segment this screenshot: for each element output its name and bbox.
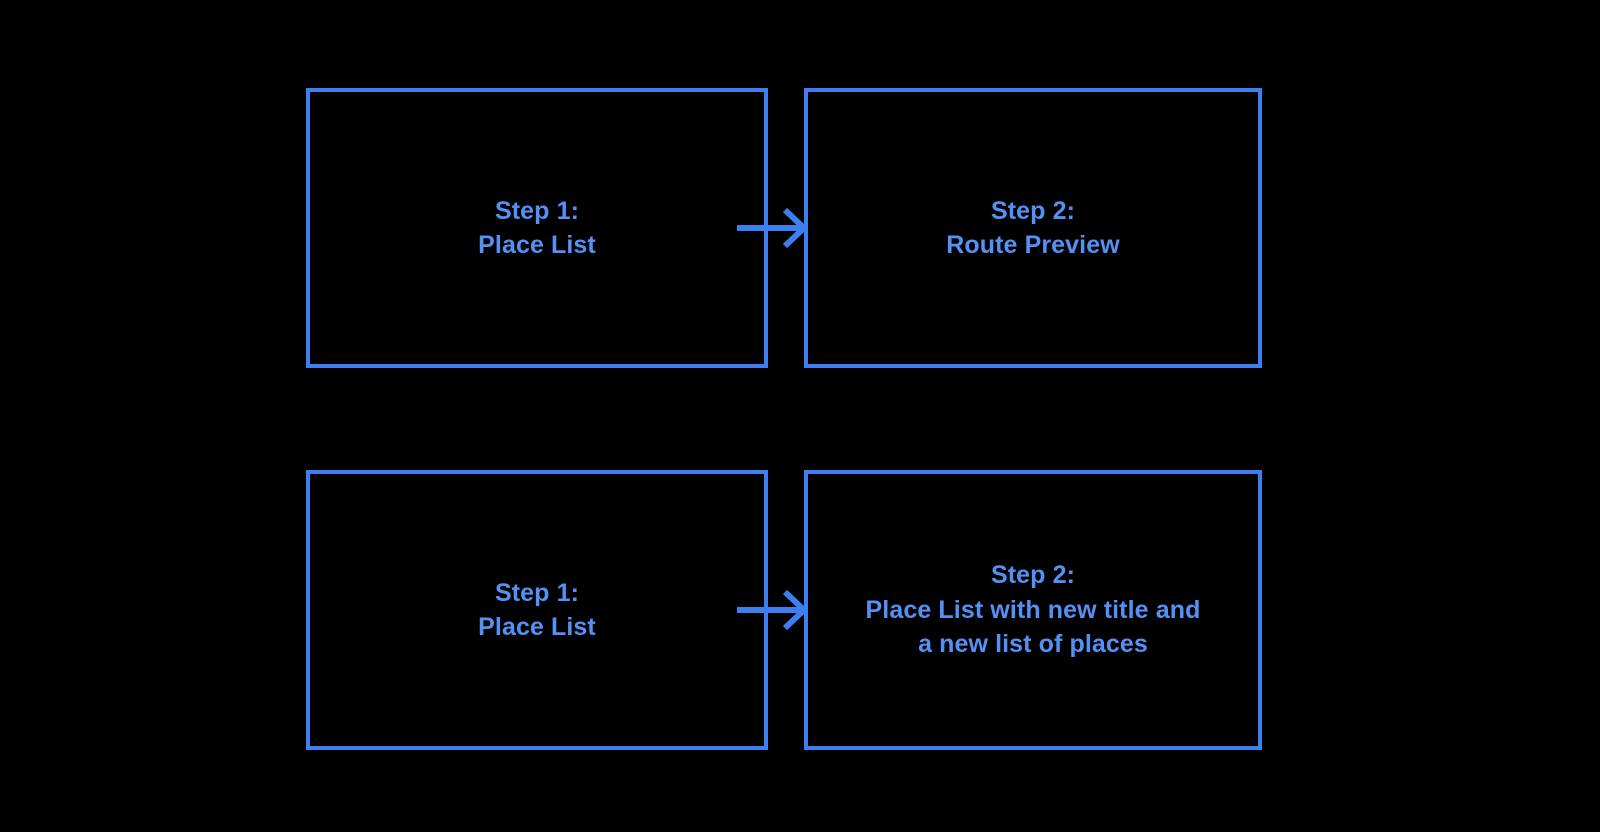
flow-row-new-place-list: Step 1: Place List Step 2: Place List wi… (0, 470, 1600, 750)
step-box-row0-step1[interactable]: Step 1: Place List (306, 88, 768, 368)
step-box-row1-step1[interactable]: Step 1: Place List (306, 470, 768, 750)
flow-row-route-preview: Step 1: Place List Step 2: Route Preview (0, 88, 1600, 368)
step-box-row1-step2[interactable]: Step 2: Place List with new title and a … (804, 470, 1262, 750)
step-box-label: Step 2: Route Preview (946, 196, 1120, 260)
step-box-label: Step 2: Place List with new title and a … (865, 561, 1201, 659)
step-box-label: Step 1: Place List (478, 196, 596, 260)
step-box-label: Step 1: Place List (478, 578, 596, 642)
step-box-row0-step2[interactable]: Step 2: Route Preview (804, 88, 1262, 368)
flow-connector-row1 (733, 586, 811, 634)
flow-connector-row0 (733, 204, 811, 252)
